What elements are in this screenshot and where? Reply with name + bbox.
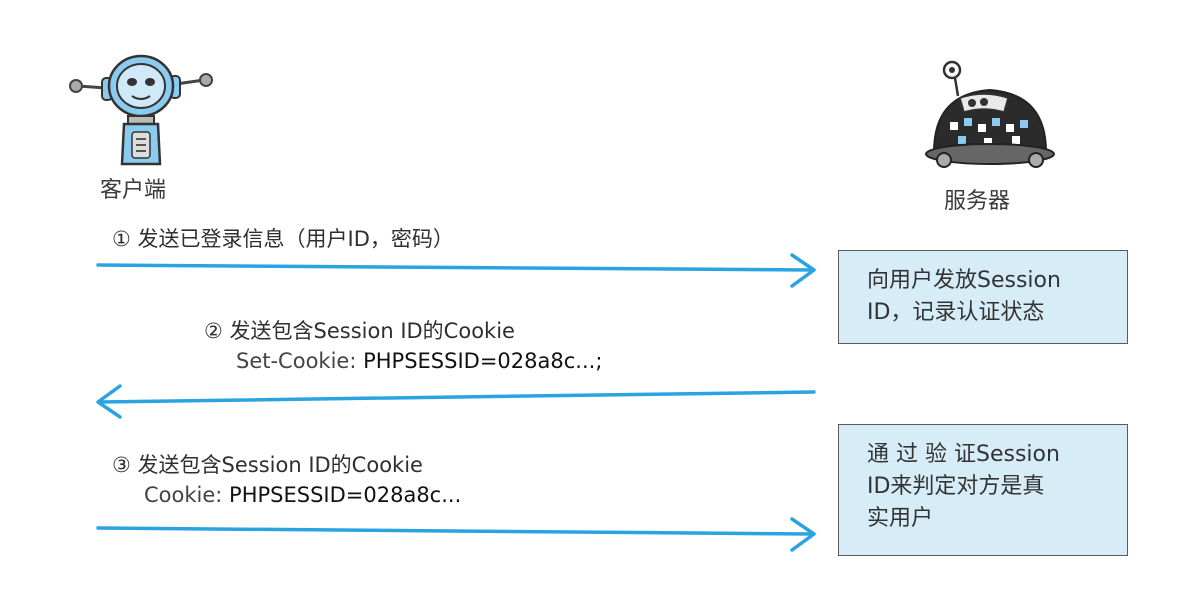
step-2-title: 发送包含Session ID的Cookie xyxy=(229,319,515,343)
step-2-label: ② 发送包含Session ID的Cookie Set-Cookie: PHPS… xyxy=(204,316,602,376)
step-2-number: ② xyxy=(204,319,223,343)
step-3-header-key: Cookie: xyxy=(144,483,230,507)
step-1-label: ① 发送已登录信息（用户ID，密码） xyxy=(112,224,454,254)
arrow-step-3 xyxy=(96,517,816,552)
note-2-line-2: ID来判定对方是真 xyxy=(867,474,1045,499)
note-2-line-3: 实用户 xyxy=(867,506,934,531)
step-2-header-value: PHPSESSID=028a8c...; xyxy=(363,349,603,373)
note-1-line-2: ID，记录认证状态 xyxy=(867,300,1045,325)
server-note-issue-session: 向用户发放Session ID，记录认证状态 xyxy=(838,250,1128,344)
step-3-label: ③ 发送包含Session ID的Cookie Cookie: PHPSESSI… xyxy=(112,450,461,510)
step-3-title: 发送包含Session ID的Cookie xyxy=(137,453,423,477)
step-3-header-value: PHPSESSID=028a8c... xyxy=(229,483,462,507)
arrow-step-1 xyxy=(96,253,816,288)
note-2-line-1: 通 过 验 证Session xyxy=(867,442,1060,467)
server-note-verify-session: 通 过 验 证Session ID来判定对方是真 实用户 xyxy=(838,424,1128,556)
server-robot-icon xyxy=(925,60,1055,168)
server-label: 服务器 xyxy=(944,189,1011,214)
client-label: 客户端 xyxy=(100,178,167,203)
client-robot-icon xyxy=(69,54,213,166)
note-1-line-1: 向用户发放Session xyxy=(867,268,1061,293)
step-1-title: 发送已登录信息（用户ID，密码） xyxy=(137,227,454,251)
step-1-number: ① xyxy=(112,227,131,251)
step-3-number: ③ xyxy=(112,453,131,477)
step-2-header-key: Set-Cookie: xyxy=(236,349,364,373)
arrow-step-2 xyxy=(96,384,816,419)
